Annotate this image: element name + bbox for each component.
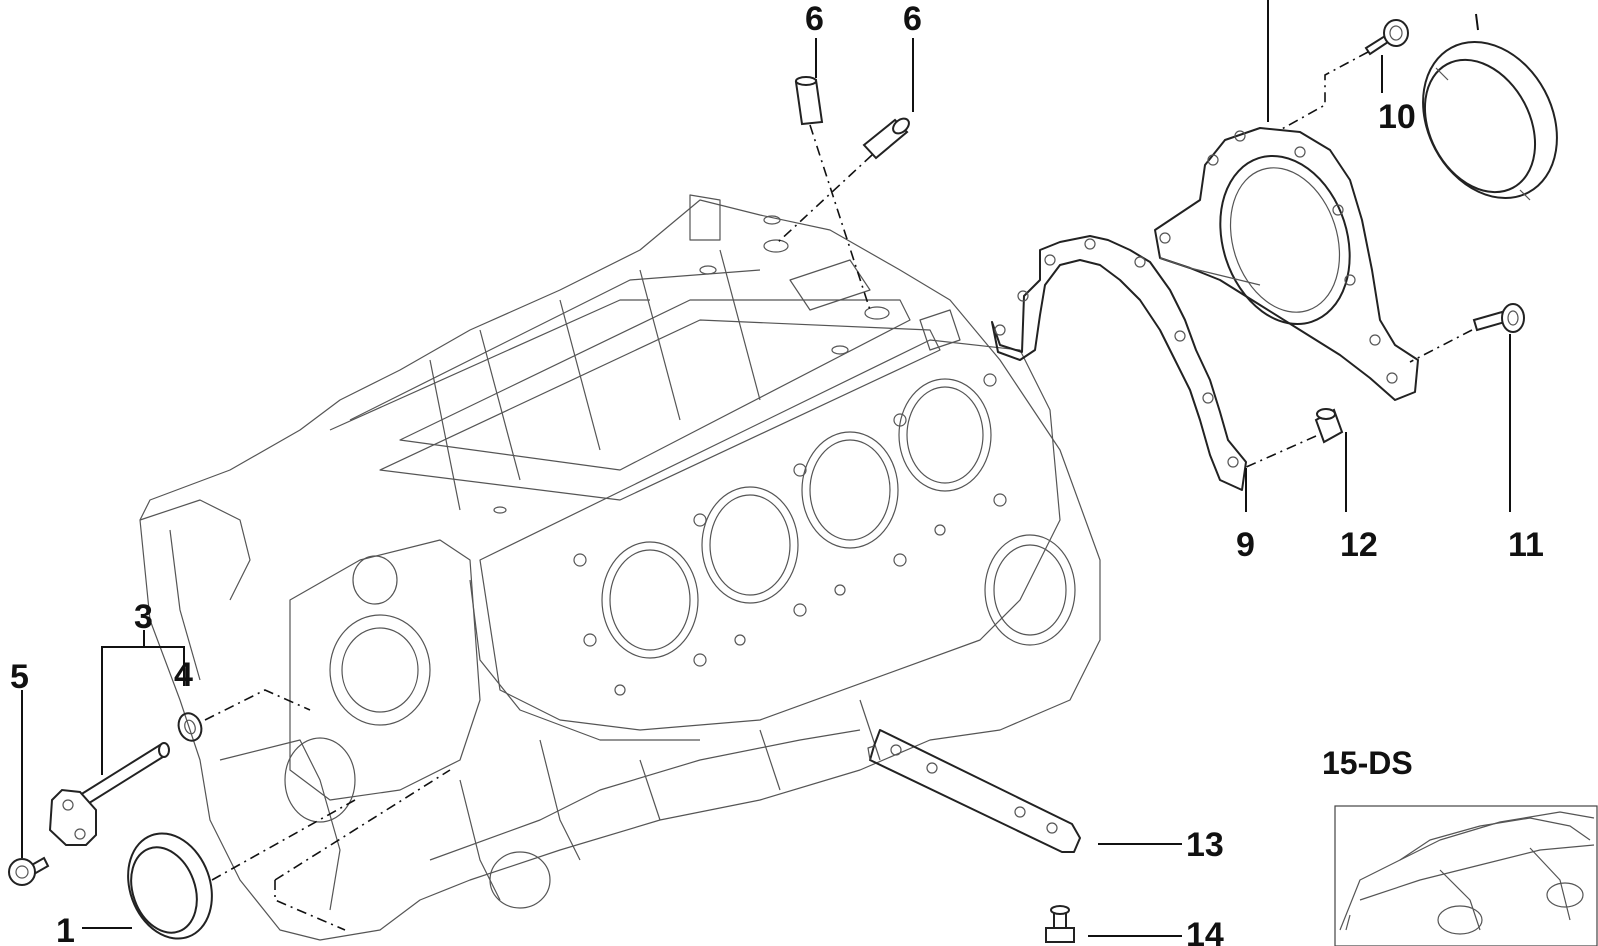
- leader-11-assembly: [1409, 329, 1473, 363]
- callout-5: 5: [10, 658, 29, 696]
- leader-12-assembly: [1243, 435, 1317, 469]
- bolt-5: [8, 856, 50, 886]
- tensioner-bolt-assembly: [48, 742, 170, 846]
- callout-12: 12: [1340, 526, 1378, 564]
- washer-4: [177, 712, 203, 742]
- car-outline-icon: [1334, 805, 1598, 946]
- leader-lower-assembly: [274, 769, 451, 881]
- leader-dowel-left: [809, 124, 871, 311]
- bolt-10: [1364, 19, 1409, 56]
- callout-1: 1: [56, 912, 75, 946]
- dowel-sleeve-left: [794, 76, 824, 126]
- leader-4-assembly: [204, 689, 311, 721]
- dowel-sleeve-right: [862, 117, 910, 160]
- leader-lower-assembly-2: [274, 880, 346, 931]
- callout-11: 11: [1508, 526, 1544, 564]
- leader-1-assembly: [211, 799, 356, 881]
- diagram-code: 15-DS: [1322, 745, 1413, 781]
- engine-block: [139, 194, 1101, 941]
- callout-13: 13: [1186, 826, 1224, 864]
- bracket-plate-13: [867, 729, 1081, 853]
- callout-14: 14: [1186, 916, 1224, 946]
- callout-6-left: 6: [805, 0, 824, 38]
- dowel-12: [1314, 408, 1344, 444]
- rear-oil-seal: [1422, 40, 1558, 201]
- front-oil-seal: [127, 832, 213, 940]
- callout-6-right: 6: [903, 0, 922, 38]
- rear-cover-gasket: [991, 235, 1247, 491]
- callout-9: 9: [1236, 526, 1255, 564]
- bolt-14: [1045, 905, 1075, 943]
- callout-10: 10: [1378, 98, 1416, 136]
- callout-4: 4: [174, 656, 193, 694]
- callout-3: 3: [134, 598, 153, 636]
- rear-seal-carrier: [1154, 127, 1419, 401]
- leader-10-assembly: [1279, 51, 1369, 131]
- leader-seal-top: [1475, 13, 1479, 31]
- bolt-11: [1472, 303, 1525, 333]
